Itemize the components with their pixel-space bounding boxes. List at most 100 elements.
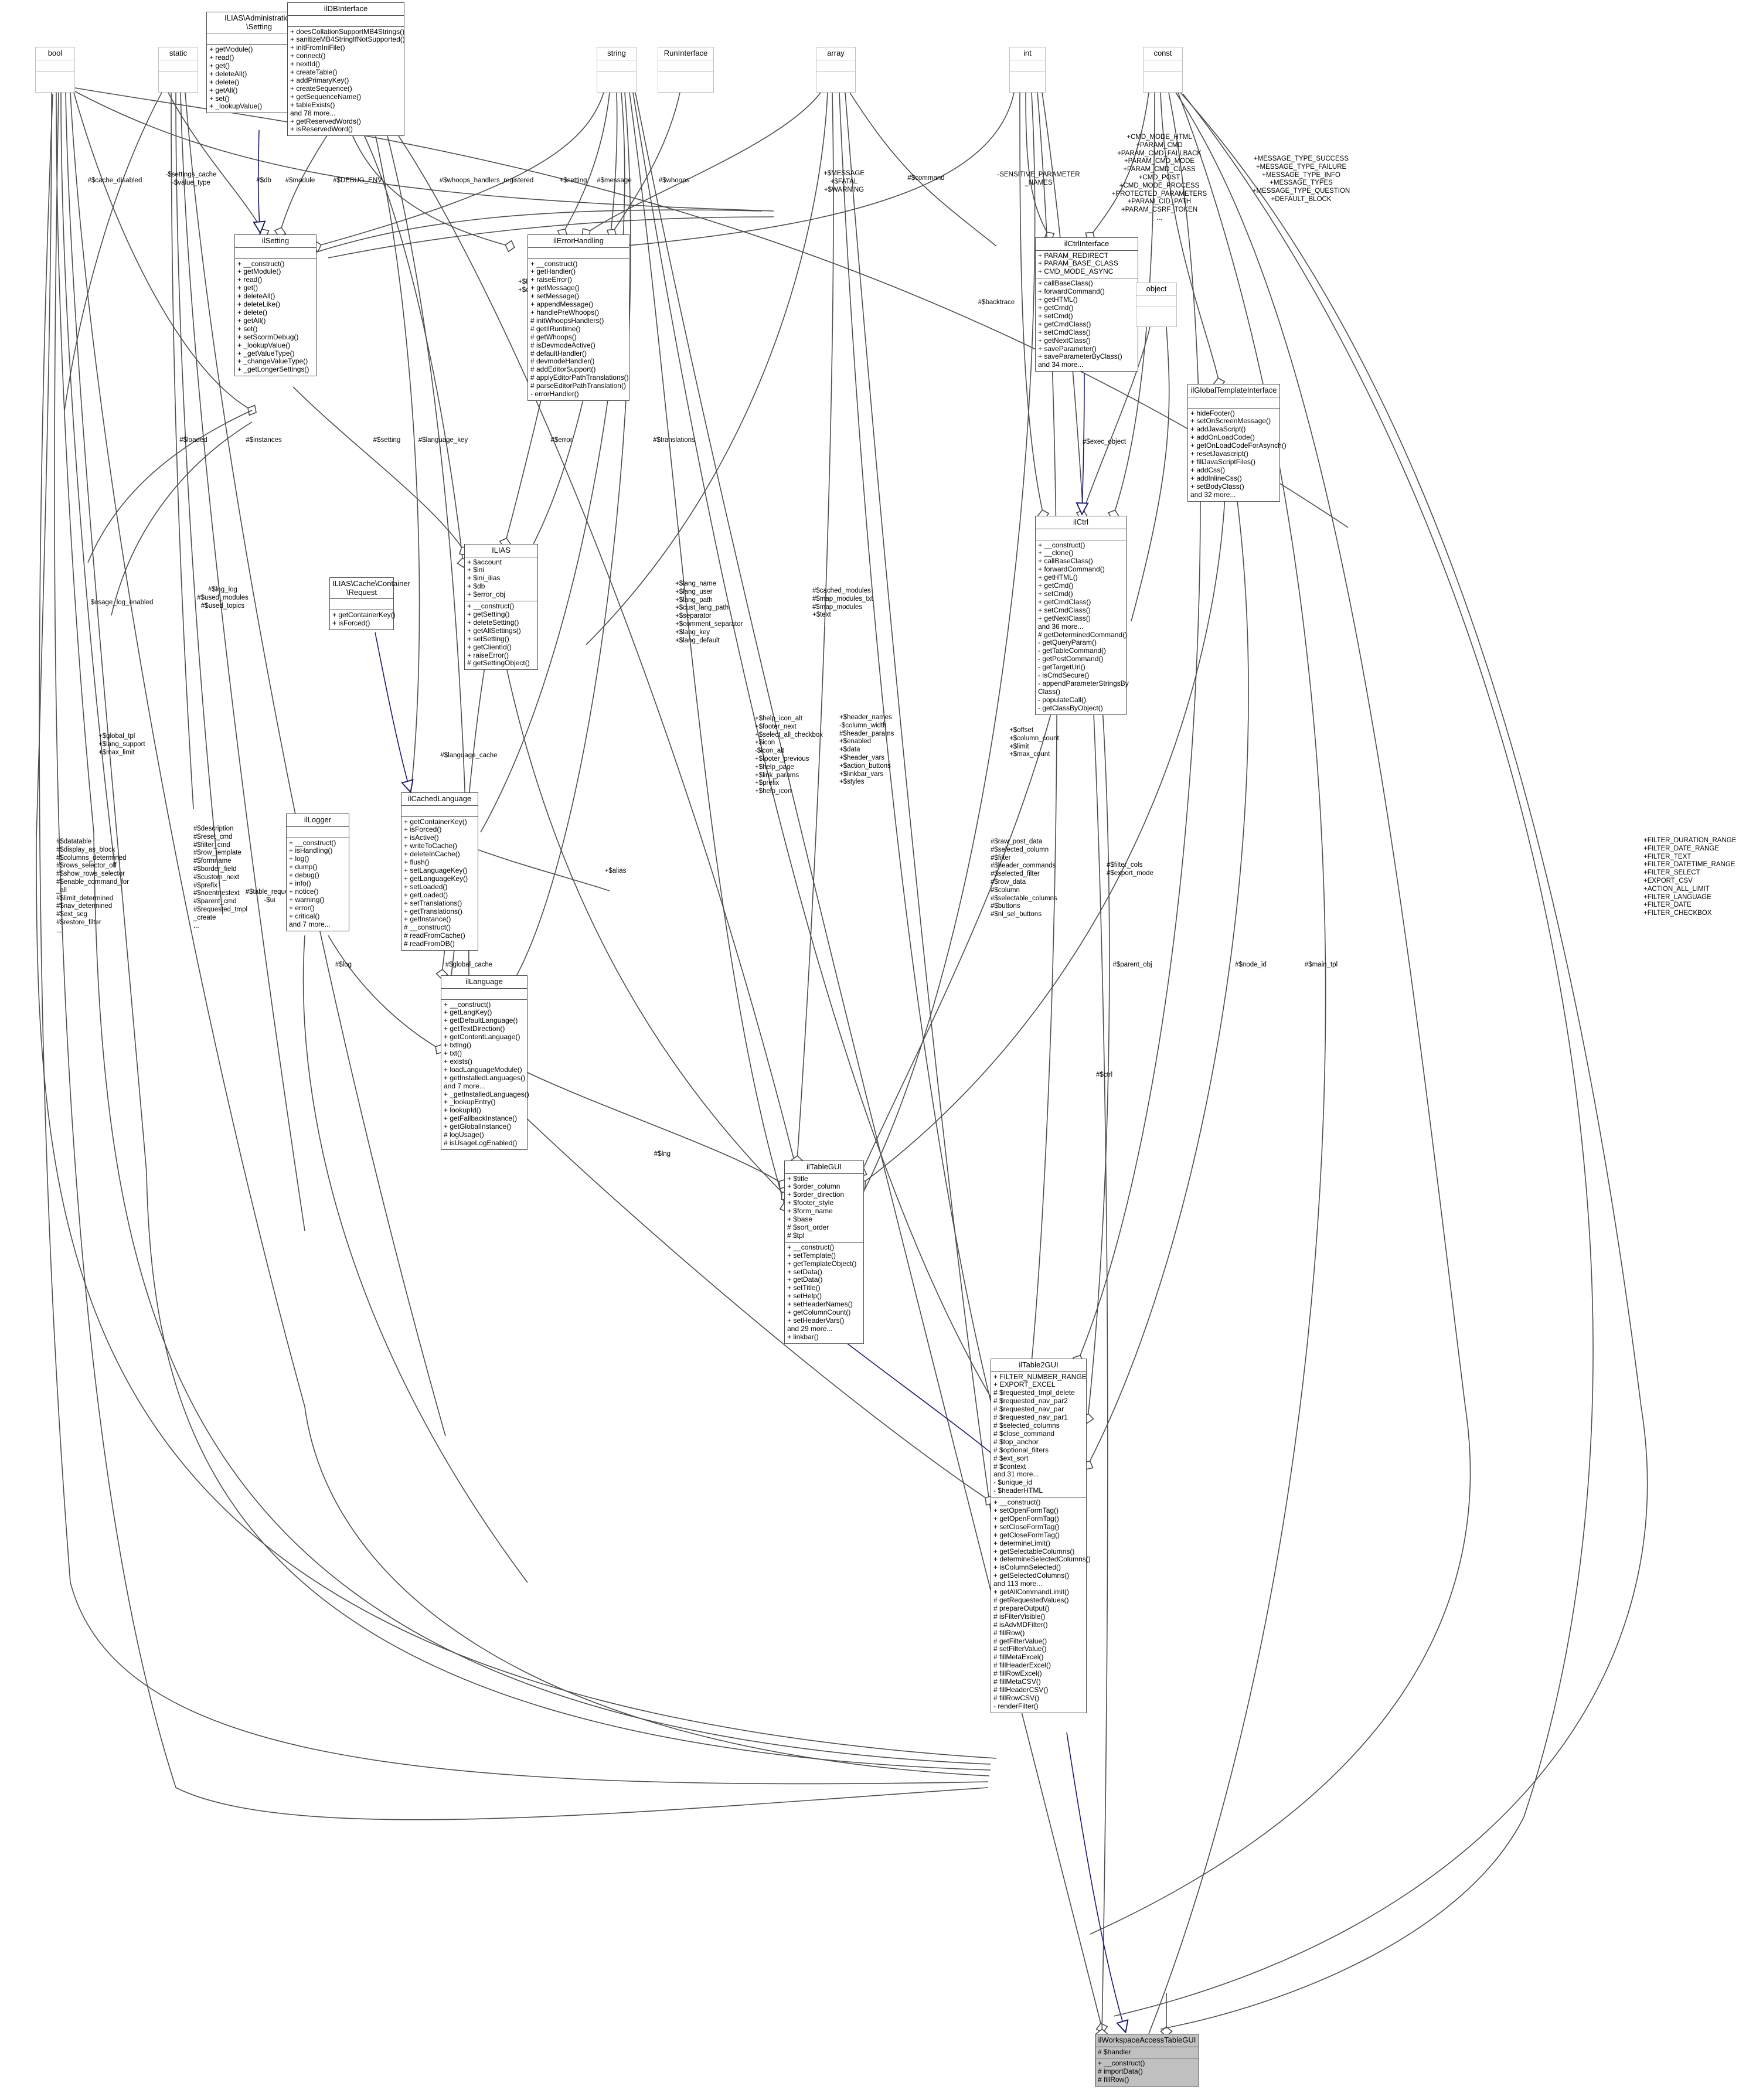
class-title: object <box>1146 284 1167 293</box>
class-title: ilDBInterface <box>324 4 368 13</box>
class-node-bool[interactable]: bool <box>35 47 75 93</box>
class-node-const[interactable]: const <box>1143 47 1183 93</box>
class-node-runinterface[interactable]: RunInterface <box>658 47 714 93</box>
class-node-static[interactable]: static <box>158 47 198 93</box>
member-row: # $requested_nav_par1 <box>993 1413 1068 1422</box>
class-operations: + hideFooter()+ setOnScreenMessage()+ ad… <box>1188 409 1287 501</box>
class-node-object[interactable]: object <box>1136 283 1177 327</box>
class-node-int[interactable]: int <box>1009 47 1046 93</box>
divider <box>288 15 404 16</box>
class-node-ilctrlinterface[interactable]: ilCtrlInterface + PARAM_REDIRECT+ PARAM_… <box>1035 237 1138 372</box>
class-title: ILIAS\Cache\Container \Request <box>332 579 410 597</box>
class-operations <box>1144 72 1182 82</box>
member-row: + warning() <box>289 895 325 904</box>
member-row: # readFromCache() <box>404 931 465 940</box>
member-row: - appendParameterStringsBy <box>1038 679 1129 687</box>
member-row: + $error_obj <box>467 590 506 599</box>
member-row: + setLoaded() <box>404 882 448 891</box>
class-node-illogger[interactable]: ilLogger + __construct()+ isHandling()+ … <box>286 814 349 931</box>
class-attributes <box>288 16 404 26</box>
member-row: + __construct() <box>467 602 515 611</box>
member-row: + isReservedWord() <box>290 125 353 134</box>
member-row: + writeToCache() <box>404 842 458 850</box>
member-row: + deleteSetting() <box>467 618 519 627</box>
class-node-ilworkspaceaccesstablegui[interactable]: ilWorkspaceAccessTableGUI # $handler + _… <box>1095 2034 1199 2087</box>
class-operations: + __construct()+ setTemplate()+ getTempl… <box>785 1243 863 1343</box>
member-row: - getPostCommand() <box>1038 655 1104 663</box>
class-attributes <box>1144 60 1182 71</box>
member-row: + resetJavascript() <box>1190 450 1249 458</box>
member-row: + getFallbackInstance() <box>444 1114 518 1123</box>
member-row: + getOnLoadCodeForAsynch() <box>1190 441 1287 450</box>
edge-label-message_type_block: +MESSAGE_TYPE_SUCCESS +MESSAGE_TYPE_FAIL… <box>1252 155 1350 203</box>
class-title: array <box>827 49 845 57</box>
edge-label-translations: #$translations <box>653 437 695 444</box>
member-row: + EXPORT_EXCEL <box>993 1380 1056 1389</box>
member-row: + setBodyClass() <box>1190 482 1244 491</box>
member-row: + getTranslations() <box>404 907 462 915</box>
class-node-ilias[interactable]: ILIAS + $account+ $ini+ $ini_ilias+ $db+… <box>464 544 538 670</box>
member-row: # isDevmodeActive() <box>530 341 595 349</box>
member-row: + getLanguageKey() <box>404 874 468 883</box>
member-row: # fillHeaderExcel() <box>993 1661 1051 1670</box>
member-row: - $unique_id <box>993 1478 1033 1487</box>
class-attributes: # $handler <box>1095 2047 1199 2058</box>
member-row: + createTable() <box>290 68 338 77</box>
class-node-ilsetting[interactable]: ilSetting + __construct()+ getModule()+ … <box>234 234 317 377</box>
class-operations <box>159 72 198 82</box>
class-title: ilTableGUI <box>806 1162 842 1171</box>
class-node-string[interactable]: string <box>597 47 637 93</box>
member-row: + setCmd() <box>1038 589 1073 598</box>
member-row: + tableExists() <box>290 100 335 109</box>
member-row: + getHTML() <box>1038 295 1078 304</box>
class-node-iltablegui[interactable]: ilTableGUI + $title+ $order_column+ $ord… <box>784 1160 864 1344</box>
member-row: + raiseError() <box>467 651 509 659</box>
class-operations <box>658 72 713 82</box>
member-row: + __construct() <box>237 259 285 268</box>
class-node-array[interactable]: array <box>816 47 856 93</box>
member-row: and 7 more... <box>444 1081 485 1090</box>
edge-label-global_cache: #$global_cache <box>445 961 493 968</box>
member-row: + getMessage() <box>530 284 580 292</box>
class-operations: + __construct()+ isHandling()+ log()+ du… <box>287 838 349 931</box>
member-row: + _getValueType() <box>237 349 295 358</box>
member-row: + PARAM_BASE_CLASS <box>1038 259 1118 268</box>
member-row: + error() <box>289 903 315 912</box>
edge-label-header_names: +$header_names -$column_width #$header_p… <box>839 714 894 786</box>
member-row: # $sort_order <box>787 1223 829 1231</box>
class-node-iltable2gui[interactable]: ilTable2GUI + FILTER_NUMBER_RANGE+ EXPOR… <box>991 1359 1091 1713</box>
member-row: + appendMessage() <box>530 300 594 309</box>
member-row: + getSequenceName() <box>290 92 362 101</box>
member-row: + getInstalledLanguages() <box>444 1073 526 1082</box>
member-row: # $context <box>993 1462 1026 1471</box>
class-title: ILIAS <box>492 546 511 554</box>
member-row: + saveParameterByClass() <box>1038 352 1122 361</box>
edge-label-filter_duration_range: +FILTER_DURATION_RANGE +FILTER_DATE_RANG… <box>1643 837 1737 917</box>
member-row: + setHelp() <box>787 1292 822 1301</box>
member-row: + isForced() <box>404 825 442 834</box>
member-row: + setCmd() <box>1038 311 1073 320</box>
class-operations: + __construct()+ getLangKey()+ getDefaul… <box>441 1000 529 1149</box>
member-row: + saveParameter() <box>1038 344 1097 353</box>
class-operations: + callBaseClass()+ forwardCommand()+ get… <box>1036 278 1138 371</box>
member-row: # getRequestedValues() <box>993 1596 1069 1605</box>
member-row: # fillHeaderCSV() <box>993 1685 1049 1694</box>
class-title: ilGlobalTemplateInterface <box>1190 386 1277 394</box>
member-row: + $form_name <box>787 1207 833 1216</box>
member-row: + handlePreWhoops() <box>530 308 600 316</box>
member-row: and 113 more... <box>993 1580 1043 1588</box>
member-row: + __construct() <box>787 1243 835 1251</box>
edge-label-whoops_handlers_registered: #$whoops_handlers_registered <box>439 177 534 184</box>
member-row: + setCmdClass() <box>1038 328 1091 336</box>
class-node-ilglobaltemplateinterface[interactable]: ilGlobalTemplateInterface + hideFooter()… <box>1187 384 1287 502</box>
class-node-ilerrorhandling[interactable]: ilErrorHandling + __construct()+ getHand… <box>528 234 629 401</box>
class-node-ilias-cache-container-request[interactable]: ILIAS\Cache\Container \Request + getCont… <box>329 577 410 630</box>
class-node-ilctrl[interactable]: ilCtrl + __construct()+ __clone()+ callB… <box>1035 516 1129 715</box>
class-node-ilcachedlanguage[interactable]: ilCachedLanguage + getContainerKey()+ is… <box>401 792 478 951</box>
class-node-ildbinterface[interactable]: ilDBInterface + doesCollationSupportMB4S… <box>287 2 405 137</box>
edge-label-module: #$module <box>285 177 315 184</box>
class-node-illanguage[interactable]: ilLanguage + __construct()+ getLangKey()… <box>441 975 529 1150</box>
member-row: + flush() <box>404 858 430 867</box>
class-attributes <box>401 806 478 816</box>
member-row: # fillMetaCSV() <box>993 1677 1041 1686</box>
